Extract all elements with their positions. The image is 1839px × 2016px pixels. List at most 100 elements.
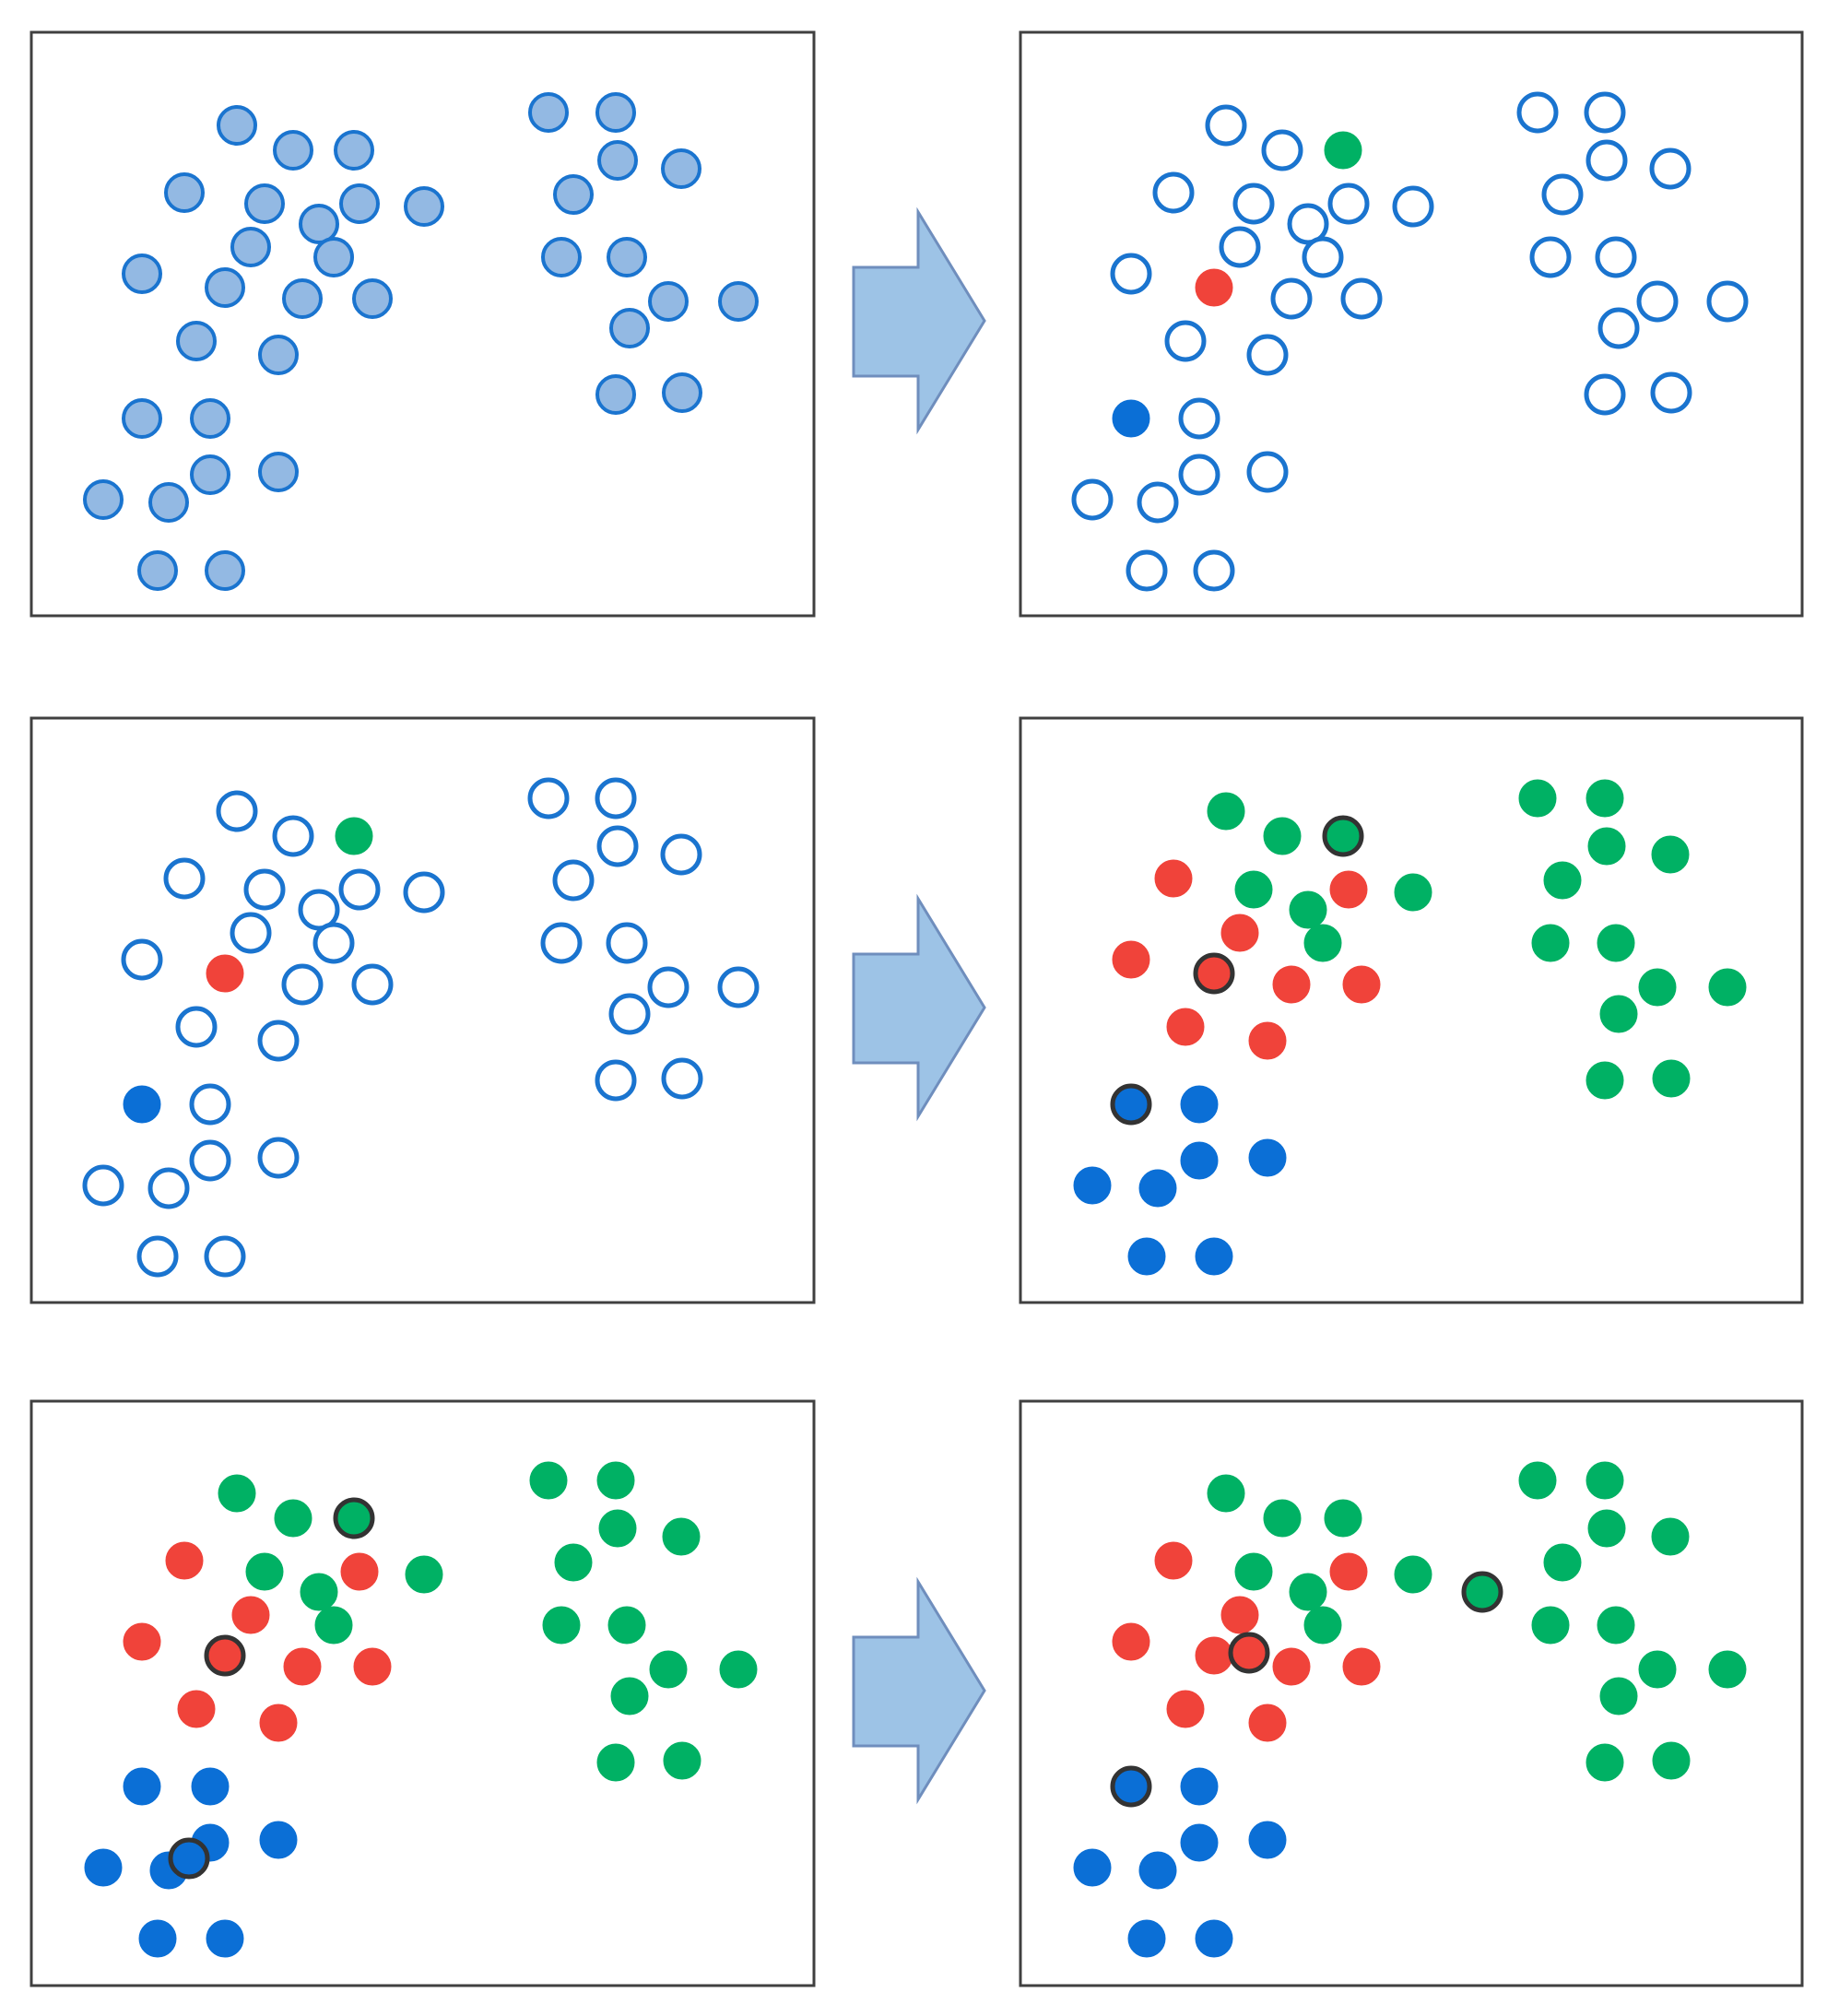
data-point <box>257 1137 300 1179</box>
data-point <box>1263 817 1302 855</box>
data-point <box>719 1650 758 1689</box>
data-point <box>608 993 651 1035</box>
data-point <box>1518 1461 1557 1500</box>
panels-layer <box>29 30 1804 1987</box>
data-point <box>528 92 569 133</box>
data-point <box>1543 1543 1582 1582</box>
data-point <box>165 1541 204 1580</box>
data-point <box>1342 965 1381 1004</box>
data-point <box>338 868 381 911</box>
data-point <box>553 174 594 215</box>
centroid-point <box>1228 1632 1270 1674</box>
centroid-point <box>204 1634 246 1677</box>
data-point <box>299 204 339 244</box>
data-point <box>191 1767 230 1806</box>
data-point <box>1289 1573 1327 1611</box>
data-point <box>609 308 650 348</box>
data-point <box>122 398 162 439</box>
data-point <box>1207 792 1245 831</box>
data-point <box>1287 203 1329 245</box>
data-point <box>1166 1008 1205 1046</box>
data-point <box>216 790 258 832</box>
data-point <box>84 1848 123 1887</box>
data-point <box>283 1647 322 1686</box>
data-point <box>205 267 245 308</box>
data-point <box>353 1647 392 1686</box>
data-point <box>352 278 393 319</box>
data-point <box>610 1677 649 1715</box>
data-point <box>1599 995 1638 1033</box>
centroid-point <box>1461 1571 1503 1613</box>
data-point <box>1164 320 1207 362</box>
data-point <box>1340 277 1383 320</box>
data-point <box>1178 397 1220 440</box>
data-point <box>1138 1851 1177 1890</box>
data-point <box>1261 129 1303 171</box>
data-point <box>1342 1647 1381 1686</box>
data-point <box>662 372 702 413</box>
data-point <box>661 148 701 189</box>
panel-first-assignment <box>1019 716 1804 1304</box>
data-point <box>1112 1622 1150 1661</box>
data-point <box>1638 968 1677 1007</box>
panel-random-centroids-repeat <box>29 716 816 1304</box>
data-point <box>1392 185 1434 228</box>
data-point <box>121 938 163 981</box>
data-point <box>527 777 570 819</box>
data-point <box>1324 131 1362 170</box>
data-point <box>147 1167 190 1209</box>
data-point <box>122 253 162 294</box>
data-point <box>123 1622 161 1661</box>
right-arrow-icon <box>852 1576 986 1805</box>
data-point <box>245 1552 284 1591</box>
data-point <box>1248 1704 1287 1742</box>
data-point <box>136 1235 179 1278</box>
data-point <box>351 963 394 1006</box>
data-point <box>606 922 648 964</box>
data-point <box>1180 1767 1219 1806</box>
data-point <box>164 172 205 213</box>
data-point <box>176 321 217 361</box>
data-point <box>1272 965 1311 1004</box>
data-point <box>1651 835 1690 874</box>
data-point <box>595 777 637 819</box>
data-point <box>662 1517 701 1556</box>
data-point <box>1193 549 1235 592</box>
data-point <box>1584 91 1626 134</box>
data-point <box>206 954 244 993</box>
data-point <box>177 1690 216 1728</box>
data-point <box>1248 1021 1287 1060</box>
data-point <box>1138 1169 1177 1208</box>
data-point <box>1587 1509 1626 1548</box>
data-point <box>647 966 690 1008</box>
data-point <box>1329 870 1368 909</box>
data-point <box>1207 1474 1245 1513</box>
data-point <box>273 130 313 171</box>
data-point <box>1126 549 1168 592</box>
data-point <box>405 1555 443 1594</box>
data-point <box>597 140 638 181</box>
data-point <box>1586 1743 1624 1782</box>
data-point <box>595 374 636 415</box>
panel-frame <box>1019 30 1804 618</box>
data-point <box>1541 173 1584 216</box>
centroid-point <box>1322 815 1364 857</box>
data-point <box>137 550 178 591</box>
data-point <box>1152 171 1195 214</box>
data-point <box>660 833 702 876</box>
data-point <box>138 1919 177 1958</box>
data-point <box>1302 236 1344 278</box>
data-point <box>648 281 689 322</box>
data-point <box>1706 280 1749 323</box>
data-point <box>1246 334 1289 376</box>
data-point <box>595 92 636 133</box>
centroid-point <box>1110 1765 1152 1808</box>
data-point <box>1270 277 1313 320</box>
data-point <box>335 817 373 855</box>
data-point <box>1248 1138 1287 1177</box>
data-point <box>1599 1677 1638 1715</box>
data-point <box>244 183 285 224</box>
data-point <box>596 1461 635 1500</box>
data-point <box>1137 481 1179 524</box>
data-point <box>189 1139 231 1182</box>
